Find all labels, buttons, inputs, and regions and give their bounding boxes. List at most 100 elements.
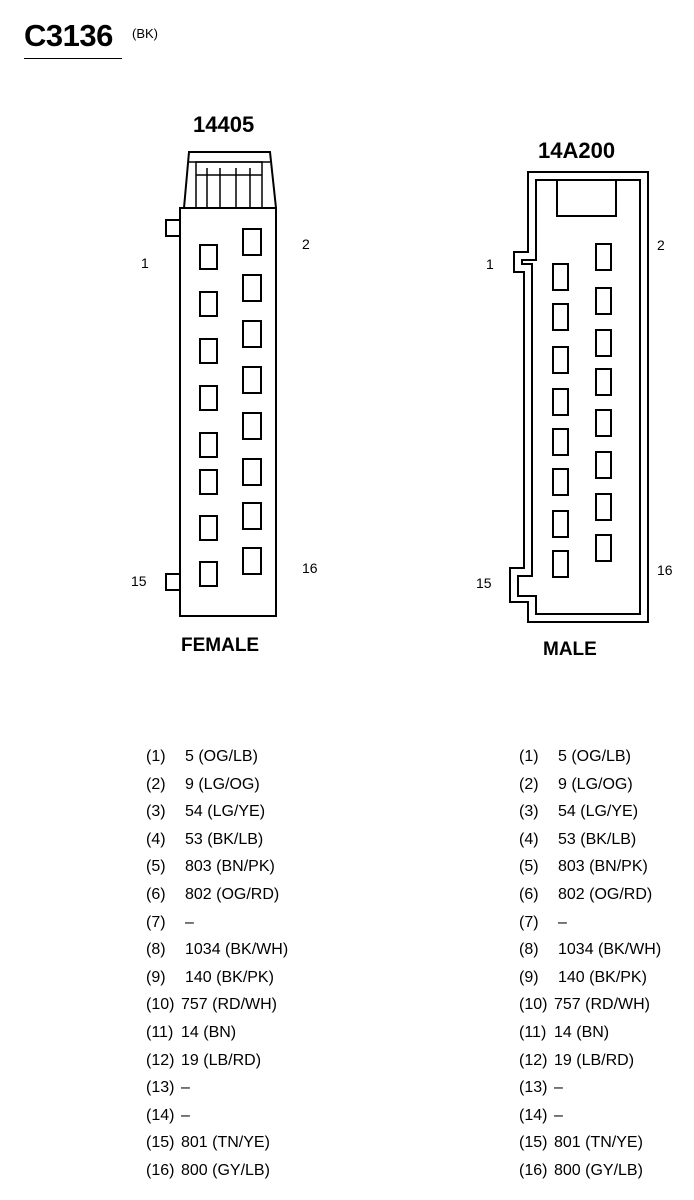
pin-number: (1) [519, 748, 539, 765]
male-label: MALE [543, 639, 597, 660]
pin-number: (11) [146, 1024, 174, 1041]
circuit-value: 53 (BK/LB) [185, 830, 264, 848]
female-cavity [242, 502, 262, 530]
pin-number: (16) [146, 1162, 175, 1179]
pin-number: (13) [146, 1079, 175, 1097]
male-cavity [552, 346, 569, 374]
pinout-row: (15) 801 (TN/YE) [146, 1134, 270, 1152]
pinout-row: (13)– [146, 1079, 190, 1097]
female-latch [183, 151, 277, 209]
female-cavity [242, 412, 262, 440]
pin-number: (11) [519, 1024, 547, 1041]
pin-number: (4) [146, 830, 166, 848]
pin-number: (6) [519, 886, 539, 903]
male-pin-label-1: 1 [486, 256, 494, 272]
pinout-row: (3)54 (LG/YE) [146, 803, 265, 821]
male-cavity [552, 468, 569, 496]
pinout-row: (14)– [519, 1107, 563, 1125]
pin-number: (9) [519, 968, 539, 986]
pinout-row: (1)5 (OG/LB) [146, 748, 258, 766]
circuit-value: – [554, 1106, 563, 1124]
pinout-row: (4)53 (BK/LB) [519, 831, 636, 849]
male-cavity [595, 451, 612, 479]
circuit-value: 802 (OG/RD) [558, 886, 653, 903]
circuit-value: 801 (TN/YE) [181, 1134, 270, 1152]
circuit-value: 803 (BN/PK) [185, 858, 275, 876]
circuit-value: 14 (BN) [181, 1024, 237, 1041]
pinout-row: (4) 53 (BK/LB) [146, 831, 263, 849]
female-part-number: 14405 [193, 112, 255, 137]
male-cavity [595, 409, 612, 437]
pin-number: (14) [146, 1106, 175, 1124]
female-pin-label-16: 16 [302, 560, 318, 576]
circuit-value: 19 (LB/RD) [554, 1051, 635, 1069]
pinout-row: (10)757 (RD/WH) [519, 996, 650, 1014]
male-cavity [552, 388, 569, 416]
circuit-value: 54 (LG/YE) [558, 803, 639, 821]
pinout-row: (8) 1034 (BK/WH) [146, 941, 288, 959]
pin-number: (15) [519, 1134, 548, 1152]
female-cavity [199, 515, 218, 541]
circuit-value: 140 (BK/PK) [185, 968, 274, 986]
pin-number: (7) [146, 913, 166, 931]
male-latch [556, 179, 617, 217]
circuit-value: – [554, 1079, 563, 1097]
pin-number: (3) [519, 803, 539, 821]
pin-number: (7) [519, 913, 539, 931]
pinout-row: (12) 19 (LB/RD) [519, 1052, 634, 1070]
male-cavity [552, 510, 569, 538]
circuit-value: 140 (BK/PK) [558, 968, 647, 986]
pinout-row: (11)14 (BN) [519, 1024, 609, 1042]
circuit-value: 1034 (BK/WH) [558, 941, 662, 959]
female-cavity [199, 385, 218, 411]
female-pin-label-2: 2 [302, 236, 310, 252]
pinout-row: (5)803 (BN/PK) [146, 858, 275, 876]
circuit-value: – [181, 1106, 190, 1124]
pin-number: (13) [519, 1079, 548, 1097]
circuit-value: 9 (LG/OG) [558, 775, 633, 793]
pinout-row: (7) – [519, 914, 567, 932]
female-cavity [242, 228, 262, 256]
pinout-row: (8) 1034 (BK/WH) [519, 941, 661, 959]
female-cavity [199, 469, 218, 495]
circuit-value: 53 (BK/LB) [558, 830, 637, 848]
pin-number: (5) [519, 858, 539, 876]
male-cavity [595, 243, 612, 271]
female-cavity [242, 458, 262, 486]
pin-number: (10) [146, 996, 175, 1014]
pin-number: (9) [146, 968, 166, 986]
circuit-value: 1034 (BK/WH) [185, 941, 289, 959]
circuit-value: 801 (TN/YE) [554, 1134, 643, 1152]
pinout-row: (16) 800 (GY/LB) [146, 1162, 270, 1180]
connector-id: C3136 [24, 18, 113, 53]
circuit-value: 757 (RD/WH) [554, 996, 651, 1014]
male-cavity [595, 493, 612, 521]
pinout-row: (5)803 (BN/PK) [519, 858, 648, 876]
pinout-row: (1) 5 (OG/LB) [519, 748, 631, 766]
pinout-row: (13)– [519, 1079, 563, 1097]
pin-number: (15) [146, 1134, 175, 1152]
pinout-row: (16)800 (GY/LB) [519, 1162, 643, 1180]
female-pin-label-1: 1 [141, 255, 149, 271]
circuit-value: 5 (OG/LB) [558, 748, 631, 765]
male-cavity [552, 303, 569, 331]
pinout-row: (9) 140 (BK/PK) [146, 969, 274, 987]
female-cavity [199, 244, 218, 270]
female-cavity [199, 561, 218, 587]
pin-number: (12) [519, 1051, 548, 1069]
title-underline [24, 58, 122, 59]
circuit-value: – [558, 913, 567, 931]
pinout-row: (12)19 (LB/RD) [146, 1052, 261, 1070]
male-pin-label-2: 2 [657, 237, 665, 253]
circuit-value: 9 (LG/OG) [185, 775, 260, 793]
pin-number: (2) [146, 775, 166, 793]
male-cavity [552, 550, 569, 578]
male-cavity [595, 368, 612, 396]
female-cavity [199, 338, 218, 364]
pin-number: (8) [519, 941, 539, 959]
male-cavity [552, 263, 569, 291]
circuit-value: 800 (GY/LB) [181, 1162, 270, 1179]
male-pin-label-15: 15 [476, 575, 492, 591]
pinout-row: (10)757 (RD/WH) [146, 996, 277, 1014]
pin-number: (8) [146, 941, 166, 959]
